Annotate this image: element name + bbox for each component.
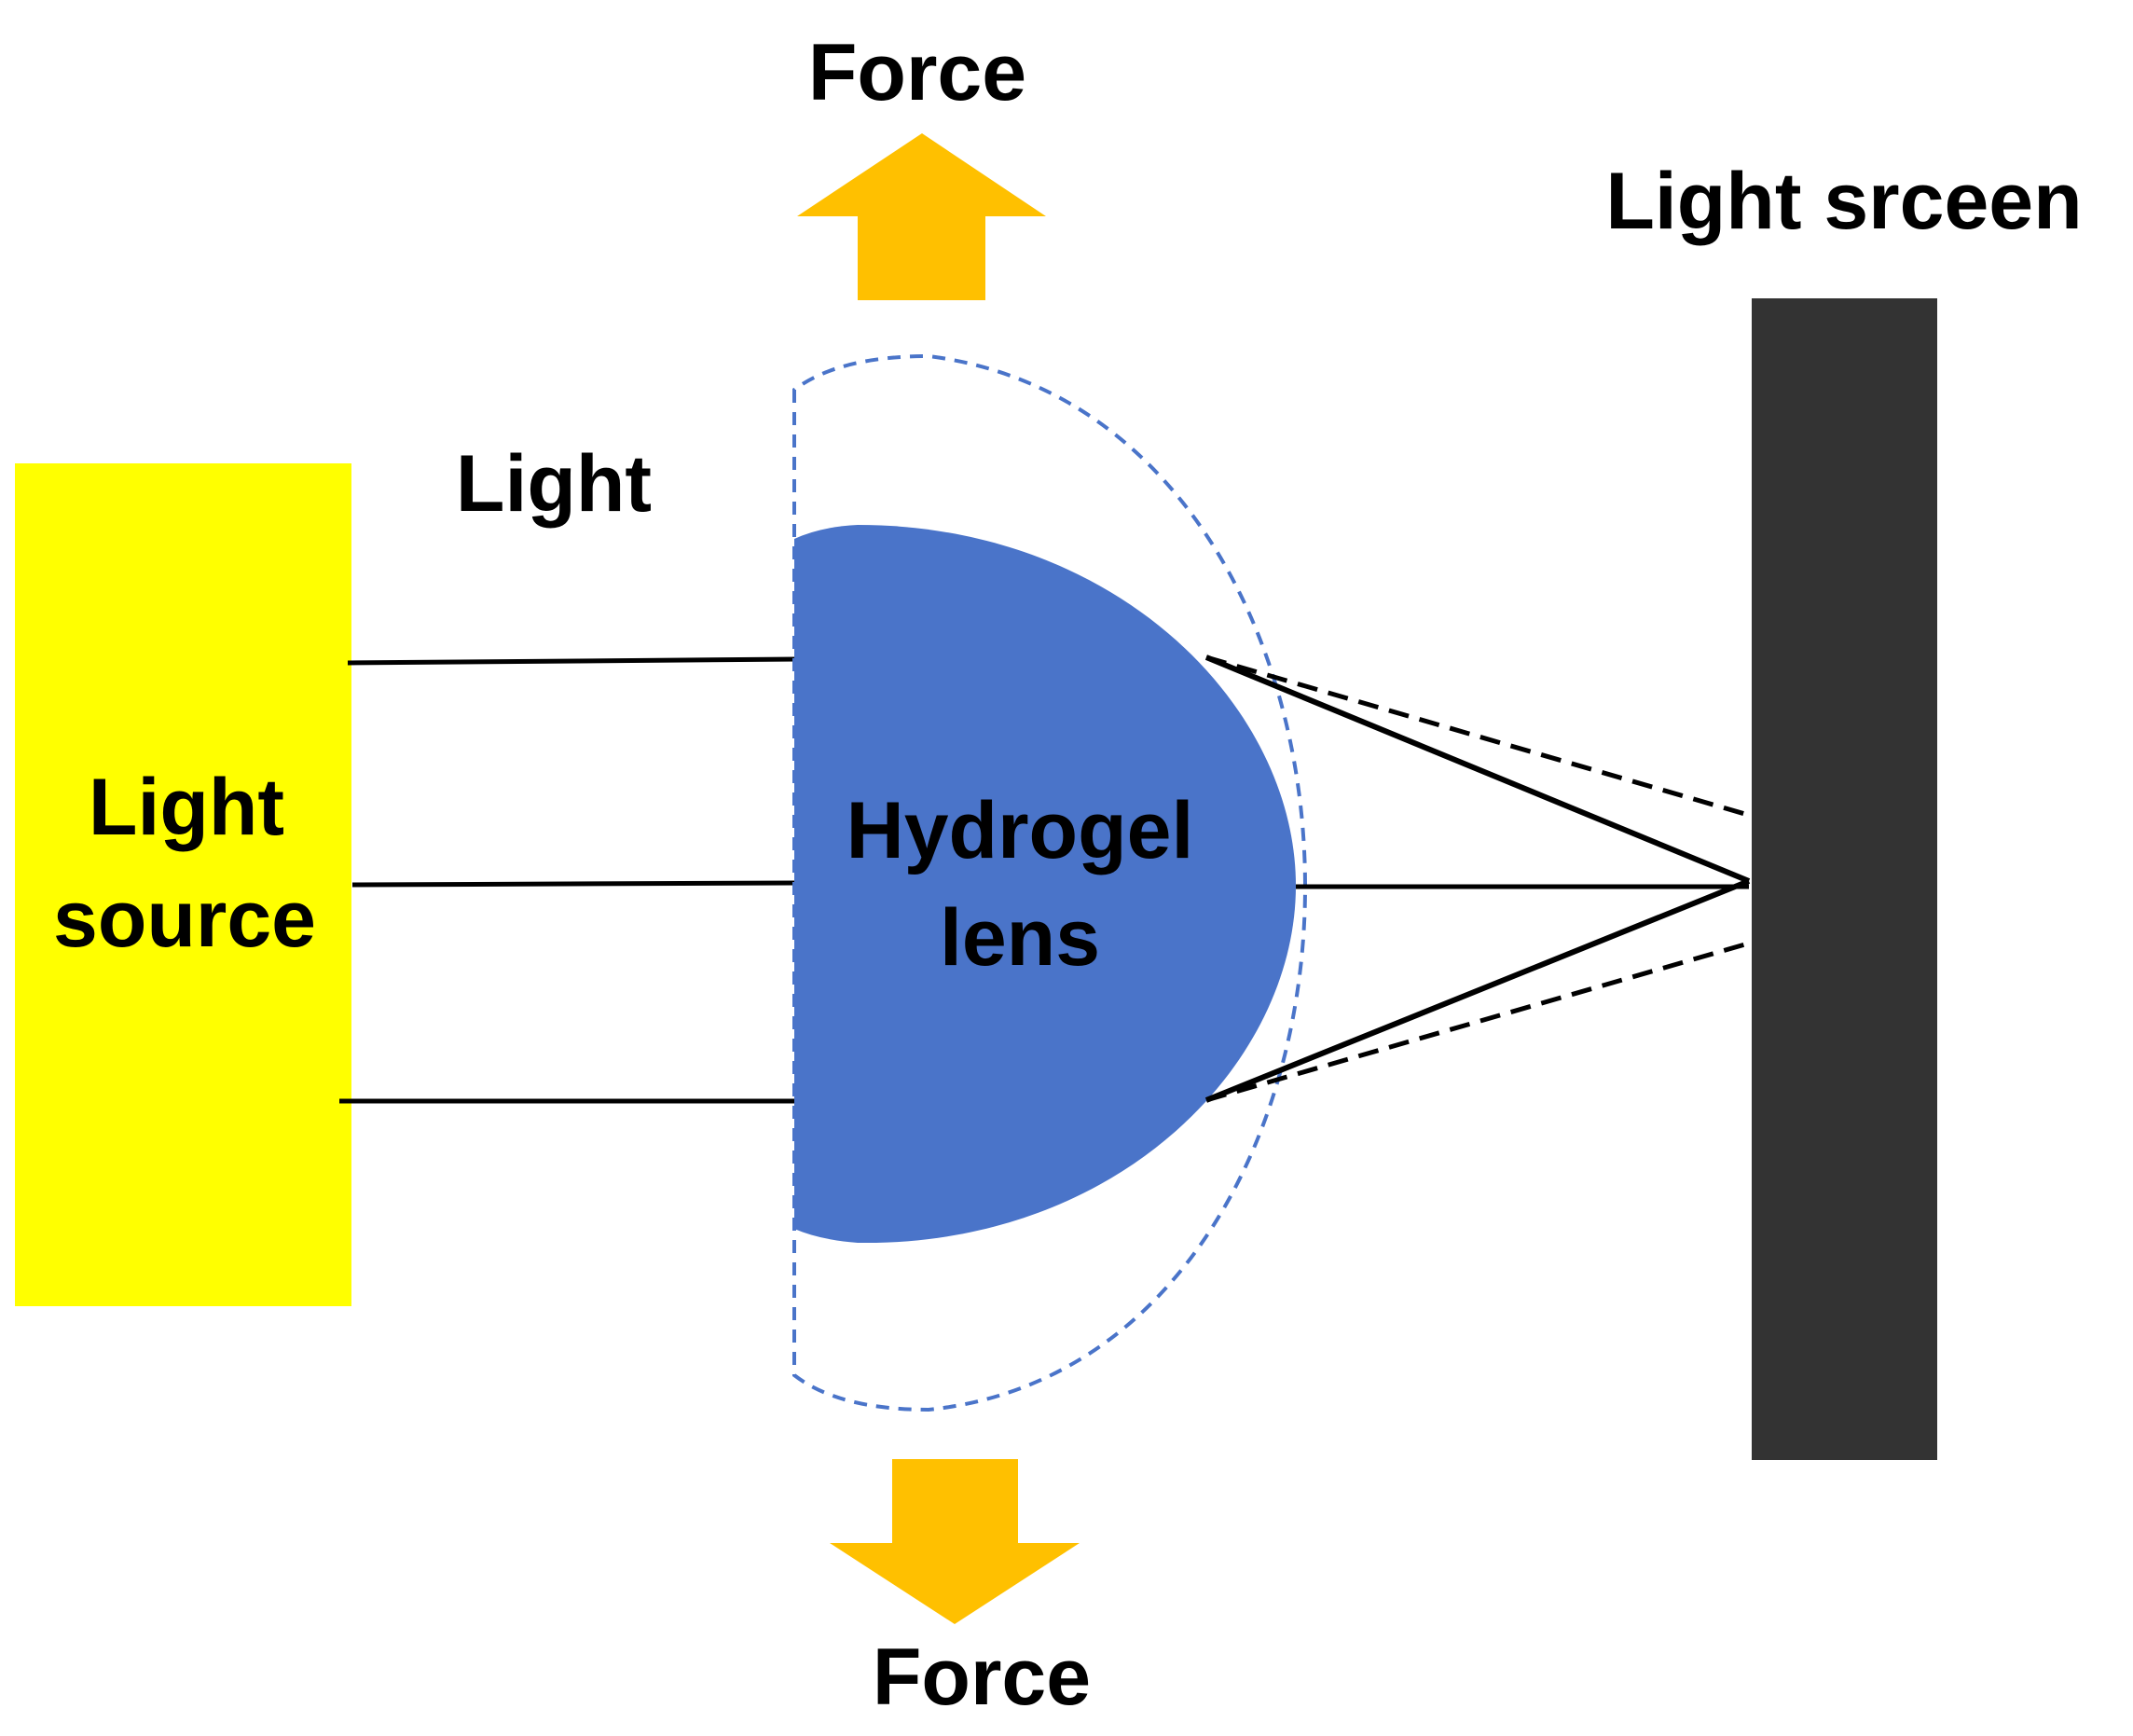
- outgoing-ray-bottom: [1204, 878, 1751, 1103]
- force-label-bottom: Force: [873, 1633, 1091, 1722]
- force-arrow-up: [797, 133, 1046, 300]
- lens-label-line1: Hydrogel: [846, 786, 1194, 875]
- stretched-ray-bottom: [1205, 939, 1755, 1103]
- force-arrow-down: [830, 1459, 1080, 1624]
- stretched-ray-top: [1205, 654, 1755, 820]
- lens-label-line2: lens: [940, 893, 1100, 983]
- light-screen: [1752, 298, 1937, 1460]
- light-screen-label: Light srceen: [1605, 157, 2082, 246]
- outgoing-ray-top: [1204, 654, 1751, 884]
- hydrogel-lens: [794, 525, 1296, 1244]
- incoming-ray-top: [347, 656, 799, 666]
- force-label-top: Force: [808, 28, 1026, 117]
- light-source-label-line1: Light: [89, 763, 284, 852]
- incoming-ray-middle: [351, 880, 799, 888]
- light-source-label-line2: source: [53, 875, 316, 964]
- light-label: Light: [456, 439, 652, 529]
- stretched-lens-outline: [792, 353, 1308, 1412]
- light-source-block: [15, 463, 351, 1306]
